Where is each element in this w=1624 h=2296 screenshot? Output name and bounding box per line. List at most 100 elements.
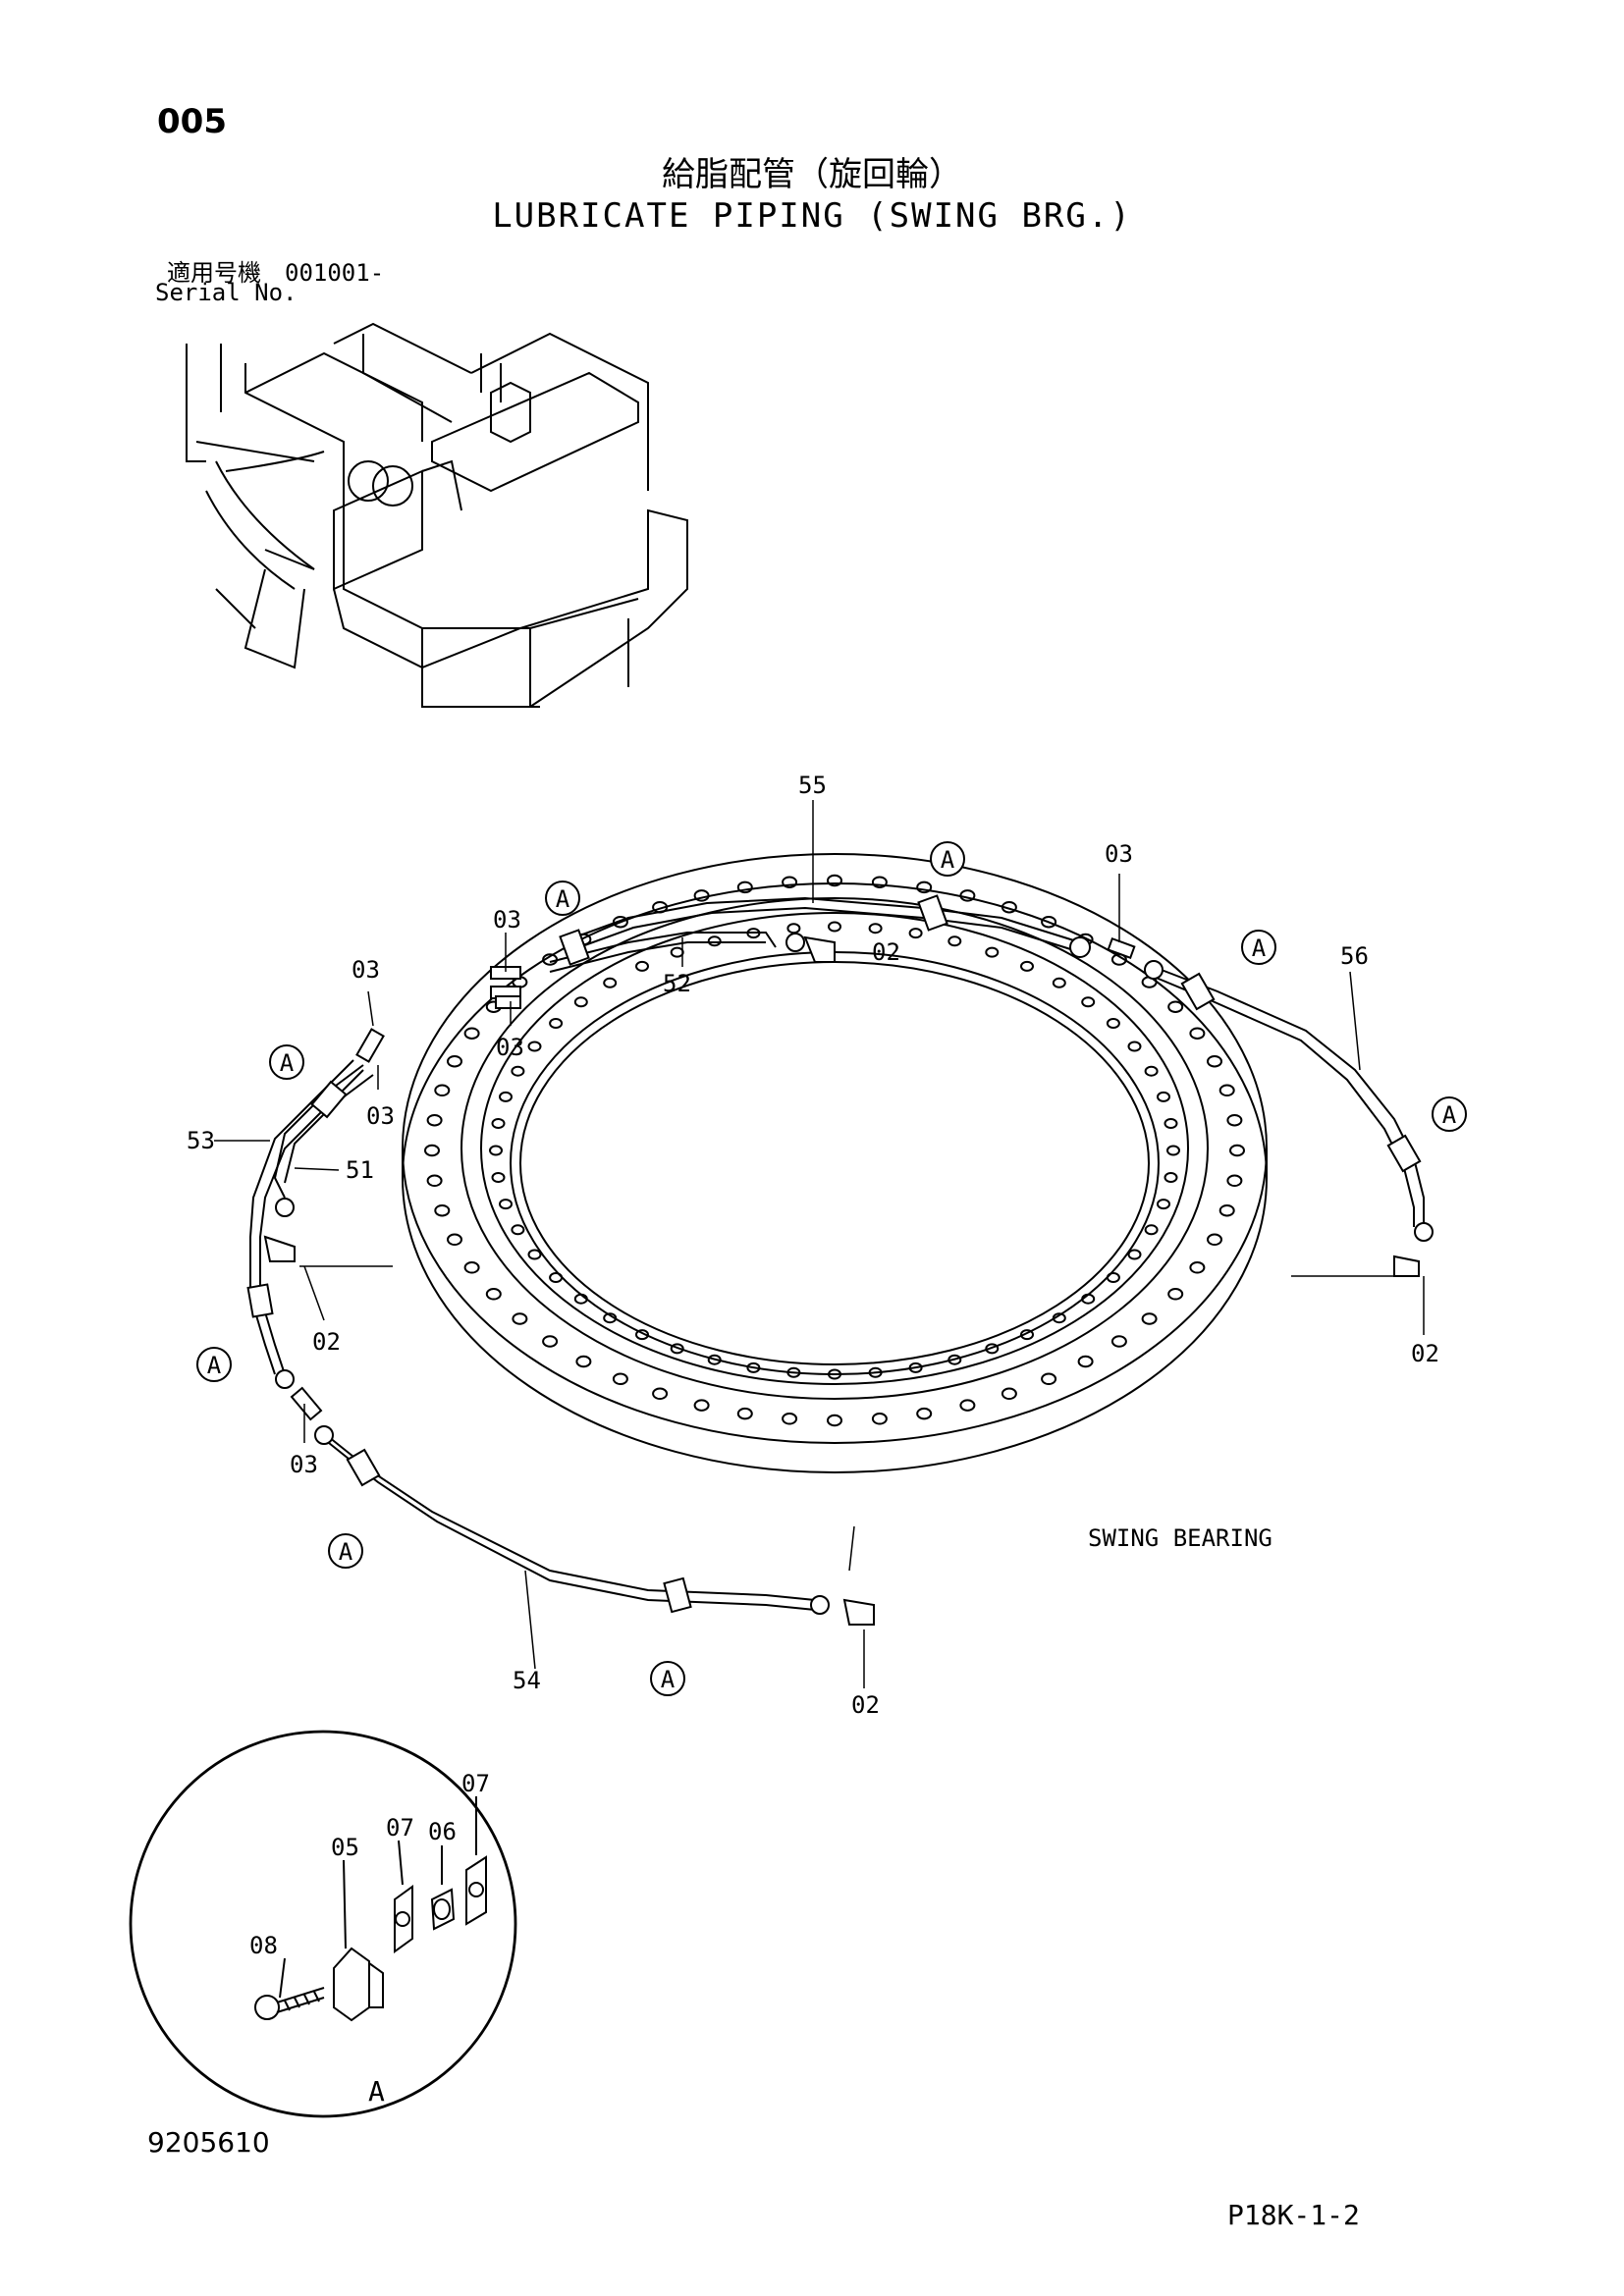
bolt-hole xyxy=(746,1362,761,1373)
bolt-hole xyxy=(693,1399,710,1412)
page-number: 005 xyxy=(157,102,227,141)
bolt-hole xyxy=(426,1174,443,1188)
bolt-hole xyxy=(786,1366,801,1378)
detail-a-label: A xyxy=(207,1352,222,1379)
callout-07: 07 xyxy=(386,1814,414,1842)
bolt-hole xyxy=(424,1144,440,1157)
callout-03: 03 xyxy=(290,1451,318,1478)
detail-a-label: A xyxy=(1252,934,1267,962)
bolt-hole xyxy=(985,1343,1000,1355)
bolt-hole xyxy=(707,935,722,947)
bolt-hole xyxy=(1141,1312,1158,1325)
part-callouts: 55 52 56 03 03 03 02 03 03 53 51 02 02 0… xyxy=(187,772,1439,1719)
callout-03: 03 xyxy=(496,1034,524,1061)
bolt-hole xyxy=(782,1413,798,1425)
bolt-hole xyxy=(1001,1387,1017,1401)
callout-56: 56 xyxy=(1340,942,1369,970)
bolt-hole xyxy=(573,1293,588,1305)
bolt-hole xyxy=(1081,1293,1096,1305)
title-japanese: 給脂配管（旋回輪） xyxy=(662,155,962,194)
callout-53: 53 xyxy=(187,1127,215,1154)
bolt-hole xyxy=(1218,1203,1235,1217)
bolt-hole xyxy=(485,1288,502,1301)
callout-03: 03 xyxy=(366,1102,395,1130)
detail-markers xyxy=(196,841,1467,1696)
bolt-hole xyxy=(603,1312,618,1324)
bolt-hole xyxy=(947,935,962,947)
callout-06: 06 xyxy=(428,1818,457,1845)
bolt-hole xyxy=(1077,1355,1094,1368)
bolt-hole xyxy=(828,921,841,933)
detail-a-callouts: 08 05 07 06 07 A xyxy=(249,1770,490,2108)
bolt-hole xyxy=(499,1091,513,1102)
piping xyxy=(249,896,1425,1611)
bolt-hole xyxy=(670,946,684,958)
bolt-hole xyxy=(1041,915,1057,929)
bolt-hole xyxy=(1127,1249,1142,1260)
bolt-hole xyxy=(491,1118,506,1129)
bolt-hole xyxy=(1041,1372,1057,1386)
bolt-hole xyxy=(511,1224,525,1236)
bolt-hole xyxy=(463,1027,480,1040)
detail-a-label: A xyxy=(661,1666,676,1693)
bolt-hole xyxy=(786,923,801,934)
bolt-hole xyxy=(1106,1018,1120,1029)
bolt-hole xyxy=(1110,1335,1127,1348)
bolt-hole xyxy=(652,1387,669,1401)
bolt-hole xyxy=(1144,1065,1159,1077)
detail-a-view xyxy=(129,1730,517,2118)
bolt-hole xyxy=(447,1233,462,1247)
bolt-hole xyxy=(828,1368,841,1380)
bolt-hole xyxy=(1164,1118,1178,1129)
bolt-hole xyxy=(959,889,976,902)
bolt-hole xyxy=(549,1272,564,1283)
bolt-hole xyxy=(1127,1041,1142,1052)
bolt-hole xyxy=(827,874,842,887)
bolt-hole xyxy=(499,1199,513,1210)
bolt-hole xyxy=(868,923,883,934)
callout-51: 51 xyxy=(346,1156,374,1184)
detail-a-label: A xyxy=(1442,1101,1457,1129)
detail-a-label: A xyxy=(941,846,955,874)
callout-52: 52 xyxy=(663,970,691,997)
bolt-hole xyxy=(736,881,753,894)
callout-02: 02 xyxy=(851,1691,880,1719)
machine-overview xyxy=(186,322,688,708)
bolt-hole xyxy=(908,928,923,939)
bolt-hole xyxy=(1167,1000,1184,1013)
fittings xyxy=(246,894,1434,1626)
bolt-hole xyxy=(527,1249,542,1260)
bolt-hole xyxy=(985,946,1000,958)
title-english: LUBRICATE PIPING (SWING BRG.) xyxy=(492,196,1132,236)
bolt-hole xyxy=(1052,1312,1066,1324)
bolt-hole xyxy=(1166,1145,1180,1156)
detail-marker-labels: A A A A A A A A xyxy=(207,846,1457,1693)
bolt-hole xyxy=(489,1145,503,1156)
bolt-hole xyxy=(670,1343,684,1355)
bolt-hole xyxy=(916,1407,933,1420)
detail-a-label: A xyxy=(280,1049,295,1077)
serial-label-japanese: 適用号機 001001- xyxy=(167,259,385,287)
bolt-hole xyxy=(1207,1054,1222,1068)
bolt-hole xyxy=(1207,1233,1222,1247)
document-number: 9205610 xyxy=(147,2126,270,2159)
bolt-hole xyxy=(1157,1199,1170,1210)
bolt-hole xyxy=(871,1413,888,1425)
bolt-hole xyxy=(542,1335,559,1348)
bolt-hole xyxy=(1020,1329,1034,1341)
callout-05: 05 xyxy=(331,1834,359,1861)
callout-03: 03 xyxy=(1105,840,1133,868)
bolt-hole xyxy=(612,1372,628,1386)
bolt-hole xyxy=(1144,1224,1159,1236)
bolt-hole xyxy=(635,1329,649,1341)
bolt-hole xyxy=(635,960,649,972)
bolt-hole xyxy=(434,1203,451,1217)
callout-55: 55 xyxy=(798,772,827,799)
bolt-hole xyxy=(573,996,588,1008)
page-code: P18K-1-2 xyxy=(1227,2199,1360,2231)
bolt-hole xyxy=(603,977,618,988)
bolt-hole xyxy=(947,1354,962,1365)
detail-a-title: A xyxy=(368,2075,385,2108)
bolt-hole xyxy=(1189,1027,1206,1040)
